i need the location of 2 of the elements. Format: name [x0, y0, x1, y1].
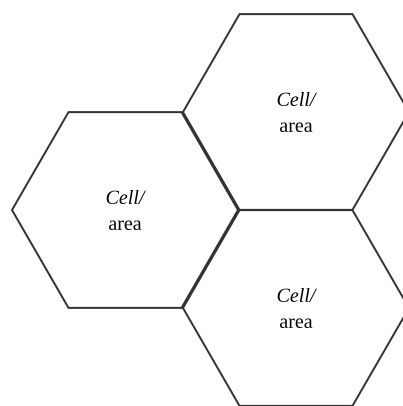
hexagon: Cell/ area: [182, 209, 403, 406]
hexagon: Cell/ area: [182, 13, 403, 211]
